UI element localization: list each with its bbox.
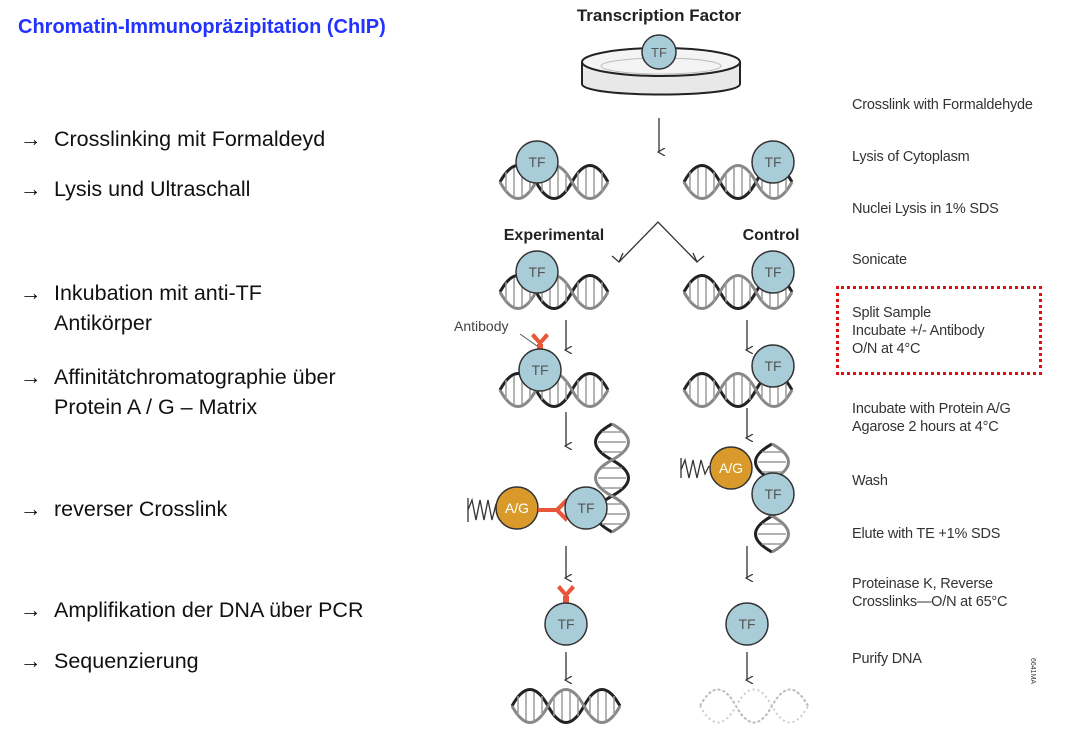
step-text: Wash <box>852 473 888 489</box>
antibody-label: Antibody <box>454 318 508 334</box>
step-text: Elute with TE +1% SDS <box>852 526 1001 542</box>
bullet-sequencing: → Sequenzierung <box>20 646 199 676</box>
highlight-box <box>836 286 1042 375</box>
bullet-reverse-crosslink: → reverser Crosslink <box>20 494 227 524</box>
tf-protein-icon: TF <box>515 140 559 184</box>
tf-protein-icon: TF <box>564 486 608 530</box>
matrix-linker-icon <box>467 497 497 522</box>
arrow-icon: → <box>20 281 42 305</box>
dna-icon <box>510 688 622 724</box>
svg-text:TF: TF <box>528 154 545 170</box>
bullet-lysis: → Lysis und Ultraschall <box>20 174 250 204</box>
step-split-sample: Split Sample Incubate +/- Antibody O/N a… <box>852 304 985 358</box>
step-nuclei-lysis: Nuclei Lysis in 1% SDS <box>852 200 999 218</box>
arrow-icon: → <box>20 177 42 201</box>
step-text: O/N at 4°C <box>852 341 921 357</box>
tf-protein-icon: TF <box>751 140 795 184</box>
step-wash: Wash <box>852 472 888 490</box>
svg-text:TF: TF <box>764 154 781 170</box>
svg-text:A/G: A/G <box>719 460 743 476</box>
arrow-icon: → <box>20 127 42 151</box>
step-text: Split Sample <box>852 305 931 321</box>
svg-text:TF: TF <box>764 358 781 374</box>
arrow-icon: → <box>20 497 42 521</box>
svg-text:TF: TF <box>557 616 574 632</box>
arrow-icon: → <box>20 649 42 673</box>
tf-protein-icon: TF <box>641 34 677 70</box>
step-text: Incubate with Protein A/G <box>852 401 1011 417</box>
bullet-text: Inkubation mit anti-TF <box>54 281 262 305</box>
svg-text:TF: TF <box>531 362 548 378</box>
step-text: Proteinase K, Reverse <box>852 576 993 592</box>
tf-protein-icon: TF <box>751 472 795 516</box>
antibody-icon <box>538 498 568 522</box>
bullet-text-cont: Antikörper <box>54 311 152 335</box>
bullet-text: Lysis und Ultraschall <box>54 177 251 201</box>
svg-text:A/G: A/G <box>505 500 529 516</box>
experimental-label: Experimental <box>504 227 604 244</box>
step-text: Sonicate <box>852 252 907 268</box>
tf-protein-icon: TF <box>751 344 795 388</box>
tf-protein-icon: TF <box>751 250 795 294</box>
bullet-crosslinking: → Crosslinking mit Formaldeyd <box>20 124 325 154</box>
step-crosslink: Crosslink with Formaldehyde <box>852 96 1033 114</box>
svg-text:TF: TF <box>577 500 594 516</box>
faint-dna-icon <box>699 688 809 724</box>
step-proteinase: Proteinase K, Reverse Crosslinks—O/N at … <box>852 575 1008 611</box>
tf-protein-icon: TF <box>518 348 562 392</box>
split-arrows <box>618 221 698 263</box>
protein-ag-bead-icon: A/G <box>495 486 539 530</box>
antibody-icon <box>557 585 575 604</box>
transcription-factor-label: Transcription Factor <box>577 6 742 25</box>
step-text: Crosslink with Formaldehyde <box>852 97 1033 113</box>
step-elute: Elute with TE +1% SDS <box>852 525 1000 543</box>
bullet-text: reverser Crosslink <box>54 497 228 521</box>
svg-text:TF: TF <box>738 616 755 632</box>
bullet-text: Crosslinking mit Formaldeyd <box>54 127 326 151</box>
step-text: Agarose 2 hours at 4°C <box>852 419 999 435</box>
step-text: Lysis of Cytoplasm <box>852 149 970 165</box>
bullet-incubation: → Inkubation mit anti-TF Antikörper <box>20 278 262 338</box>
svg-text:TF: TF <box>528 264 545 280</box>
bullet-text: Affinitätchromatographie über <box>54 365 336 389</box>
svg-text:TF: TF <box>651 45 667 60</box>
control-label: Control <box>743 227 800 244</box>
tf-protein-icon: TF <box>544 602 588 646</box>
matrix-linker-icon <box>680 457 710 479</box>
step-lysis-cytoplasm: Lysis of Cytoplasm <box>852 148 970 166</box>
step-text: Nuclei Lysis in 1% SDS <box>852 201 999 217</box>
bullet-affinity: → Affinitätchromatographie über Protein A… <box>20 362 336 422</box>
svg-text:TF: TF <box>764 486 781 502</box>
step-protein-ag: Incubate with Protein A/G Agarose 2 hour… <box>852 400 1011 436</box>
arrow-icon: → <box>20 365 42 389</box>
page-title: Chromatin-Immunopräzipitation (ChIP) <box>18 16 386 38</box>
step-text: Crosslinks—O/N at 65°C <box>852 594 1008 610</box>
bullet-text-cont: Protein A / G – Matrix <box>54 395 258 419</box>
bullet-pcr: → Amplifikation der DNA über PCR <box>20 595 363 625</box>
step-sonicate: Sonicate <box>852 251 907 269</box>
bullet-text: Amplifikation der DNA über PCR <box>54 598 364 622</box>
arrow-icon: → <box>20 598 42 622</box>
tf-protein-icon: TF <box>515 250 559 294</box>
step-text: Incubate +/- Antibody <box>852 323 985 339</box>
step-purify-dna: Purify DNA <box>852 650 922 668</box>
step-text: Purify DNA <box>852 651 922 667</box>
tf-protein-icon: TF <box>725 602 769 646</box>
protein-ag-bead-icon: A/G <box>709 446 753 490</box>
svg-text:TF: TF <box>764 264 781 280</box>
bullet-text: Sequenzierung <box>54 649 199 673</box>
